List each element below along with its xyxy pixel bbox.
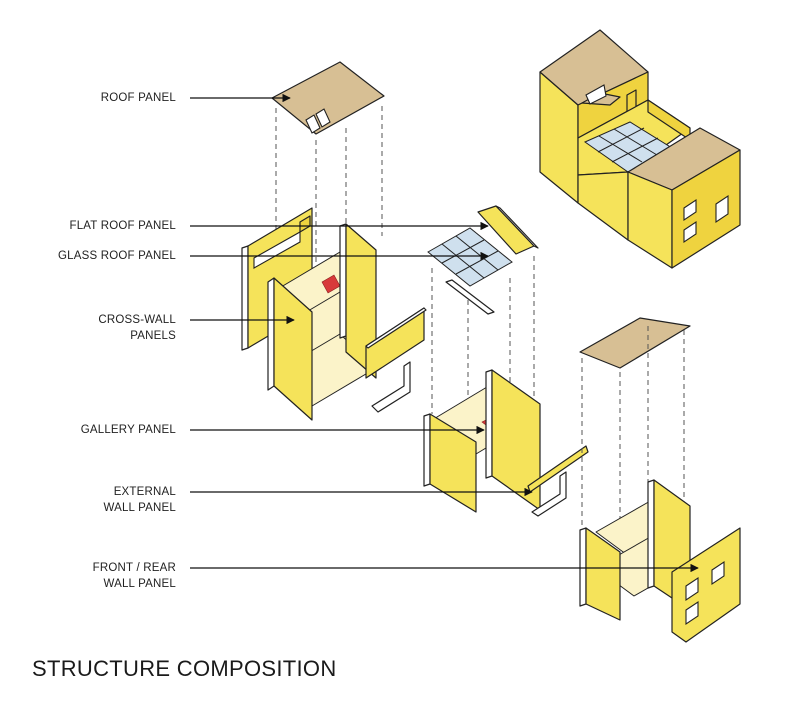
label-glass-roof-panel-text: GLASS ROOF PANEL [57, 250, 176, 262]
label-external-line2: WALL PANEL [103, 502, 176, 514]
label-roof-panel: ROOF PANEL [101, 90, 176, 106]
label-flat-roof-panel: FLAT ROOF PANEL [69, 218, 176, 234]
glass-roof-panel-shape [427, 227, 513, 287]
left-module [241, 61, 427, 421]
roof-panel-shape [271, 61, 385, 135]
label-front-rear-wall-panel: FRONT / REAR WALL PANEL [93, 560, 176, 592]
cross-wall-panel-shape [345, 223, 377, 379]
label-external-line1: EXTERNAL [113, 486, 176, 498]
leader-lines [190, 93, 699, 573]
label-cross-wall-line2: PANELS [130, 330, 176, 342]
label-gallery-panel: GALLERY PANEL [81, 422, 176, 438]
middle-module [423, 205, 589, 517]
right-module [579, 317, 741, 643]
label-cross-wall-line1: CROSS-WALL [98, 314, 176, 326]
label-roof-panel-text: ROOF PANEL [100, 92, 176, 104]
label-front-rear-line1: FRONT / REAR [92, 562, 176, 574]
label-external-wall-panel: EXTERNAL WALL PANEL [103, 484, 176, 516]
label-glass-roof-panel: GLASS ROOF PANEL [58, 248, 176, 264]
label-gallery-panel-text: GALLERY PANEL [80, 424, 176, 436]
label-front-rear-line2: WALL PANEL [103, 578, 176, 590]
diagram-title: STRUCTURE COMPOSITION [32, 656, 337, 681]
label-flat-roof-panel-text: FLAT ROOF PANEL [69, 220, 176, 232]
label-cross-wall-panels: CROSS-WALL PANELS [98, 312, 176, 344]
assembled-house [539, 29, 741, 269]
